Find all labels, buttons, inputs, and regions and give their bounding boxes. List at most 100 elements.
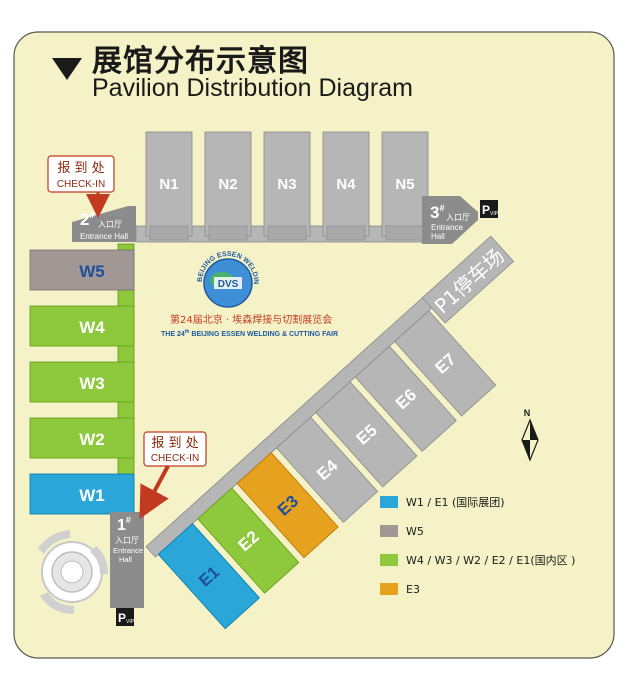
hall-n4-label: N4 xyxy=(336,176,356,193)
legend-swatch xyxy=(380,525,398,537)
legend-item: W4 / W3 / W2 / E2 / E1(国内区 ) xyxy=(380,553,575,567)
hall-w3-label: W3 xyxy=(79,374,105,393)
hall-w4-label: W4 xyxy=(79,318,105,337)
checkin-bottom-cn: 报 到 处 xyxy=(151,436,198,451)
checkin-bottom: 报 到 处 CHECK-IN xyxy=(139,431,207,520)
hall-e7-shape xyxy=(394,310,497,417)
checkin-top-box xyxy=(47,155,115,193)
hall-w1-label: W1 xyxy=(79,486,105,505)
hall-e2-shape xyxy=(197,487,300,594)
hall-w2-label: W2 xyxy=(79,430,105,449)
hall-n4-lobby xyxy=(326,225,366,241)
checkin-top-cn: 报 到 处 xyxy=(57,161,104,176)
vip-sub-3: VIP xyxy=(490,211,499,217)
hall-n3-label: N3 xyxy=(277,176,296,193)
vip-box-3 xyxy=(480,200,498,218)
hall-n2-shape xyxy=(204,131,252,237)
entrance-3-en-line2: Hall xyxy=(431,232,445,241)
entrance-1-number: 1# xyxy=(117,515,131,534)
fair-logo-dvs-box xyxy=(214,277,242,289)
hall-w3: W3 xyxy=(29,361,135,403)
fair-name-en: THE 24th BEIJING ESSEN WELDING & CUTTING… xyxy=(161,329,338,338)
legend-label: E3 xyxy=(406,583,420,596)
hall-w1: W1 xyxy=(29,473,135,515)
legend-swatch xyxy=(380,496,398,508)
title-english: Pavilion Distribution Diagram xyxy=(92,74,413,102)
entrance-1-cn: 入口厅 xyxy=(115,536,139,545)
hall-w1-shape xyxy=(29,473,135,515)
fair-name-cn: 第24届北京 · 埃森焊接与切割展览会 xyxy=(170,313,332,326)
legend-swatch xyxy=(380,583,398,595)
hall-n1-label: N1 xyxy=(159,176,178,193)
hall-e3-shape xyxy=(236,452,339,559)
entrance-1-en-line1: Entrance xyxy=(113,546,143,555)
hall-w4-shape xyxy=(29,305,135,347)
hall-n3-lobby xyxy=(267,225,307,241)
entrance-3-cn: 入口厅 xyxy=(446,213,470,222)
title-chinese: 展馆分布示意图 xyxy=(92,44,309,79)
hall-w5-shape xyxy=(29,249,135,291)
entrance-2-shape xyxy=(72,206,136,242)
hall-n2-lobby xyxy=(208,225,248,241)
legend-label: W1 / E1 (国际展团) xyxy=(406,496,505,509)
entrance-hall-1: 1# 入口厅 Entrance Hall xyxy=(110,512,144,608)
compass-south-half xyxy=(522,440,530,460)
checkin-top-en: CHECK-IN xyxy=(57,179,105,190)
entrance-2-en: Entrance Hall xyxy=(80,232,128,241)
hall-e1: E1 xyxy=(157,523,260,630)
checkin-top: 报 到 处 CHECK-IN xyxy=(47,155,115,218)
vip-p-3: P xyxy=(482,203,490,217)
legend-item: E3 xyxy=(380,583,420,596)
hall-e6: E6 xyxy=(354,345,457,452)
hall-n3: N3 xyxy=(263,131,311,241)
legend: W1 / E1 (国际展团) W5 W4 / W3 / W2 / E2 / E1(国… xyxy=(380,496,575,596)
hall-e7: E7 xyxy=(394,310,497,417)
entrance-1-shape xyxy=(110,512,144,608)
vip-box-1 xyxy=(116,608,134,626)
hall-e5-shape xyxy=(315,381,418,488)
hall-w2: W2 xyxy=(29,417,135,459)
hall-w4: W4 xyxy=(29,305,135,347)
checkin-bottom-en: CHECK-IN xyxy=(151,453,199,464)
vip-parking-3: P VIP xyxy=(480,200,499,218)
parking-lot xyxy=(421,235,515,324)
hall-e3: E3 xyxy=(236,452,339,559)
hall-w2-shape xyxy=(29,417,135,459)
hall-e4: E4 xyxy=(275,416,379,523)
hall-n5-lobby xyxy=(385,225,425,241)
hall-e1-shape xyxy=(157,523,260,630)
hall-n5-shape xyxy=(381,131,429,237)
plaza-walkway-1 xyxy=(38,530,70,554)
hall-n5: N5 xyxy=(381,131,429,241)
entrance-1-en-line2: Hall xyxy=(119,555,132,564)
fair-logo-dvs: DVS xyxy=(218,279,239,290)
hall-n2: N2 xyxy=(204,131,252,241)
legend-item: W5 xyxy=(380,525,424,538)
legend-swatch xyxy=(380,554,398,566)
legend-item: W1 / E1 (国际展团) xyxy=(380,496,505,509)
hall-e4-shape xyxy=(275,416,379,523)
entrance-3-number: 3# xyxy=(430,203,444,222)
hall-n5-label: N5 xyxy=(395,176,414,193)
entrance-3-shape xyxy=(422,196,478,244)
hall-w5-label: W5 xyxy=(79,262,105,281)
entrance-hall-3: 3# 入口厅 Entrance Hall xyxy=(422,196,478,244)
plaza-fountain xyxy=(38,530,108,614)
fountain-inner xyxy=(60,560,84,584)
hall-n2-label: N2 xyxy=(218,176,237,193)
hall-n4-shape xyxy=(322,131,370,237)
title-triangle-icon xyxy=(52,58,82,80)
vip-sub-1: VIP xyxy=(126,619,135,625)
hall-n1: N1 xyxy=(145,131,193,241)
north-halls: N1 N2 N3 N4 N5 xyxy=(135,131,429,243)
hall-n1-lobby xyxy=(149,225,189,241)
hall-e5: E5 xyxy=(315,381,418,488)
checkin-bottom-box xyxy=(143,431,207,467)
hall-n3-shape xyxy=(263,131,311,237)
vip-p-1: P xyxy=(118,611,126,625)
plaza-walkway-3 xyxy=(40,592,74,614)
checkin-bottom-arrow xyxy=(139,465,170,520)
